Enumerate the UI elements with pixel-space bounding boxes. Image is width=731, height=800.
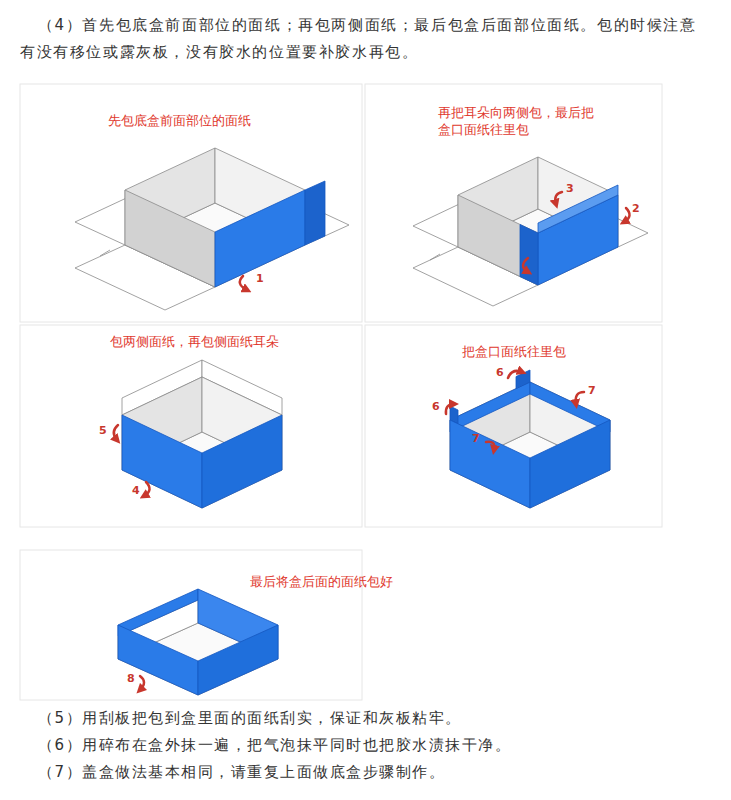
step-paragraph: （6）用碎布在盒外抹一遍，把气泡抹平同时也把胶水渍抹干净。 [38, 735, 511, 755]
callout-number: 4 [132, 484, 140, 498]
box-step-2 [413, 157, 648, 306]
step-caption: 先包底盒前面部位的面纸 [108, 112, 251, 129]
callout-number: 8 [127, 672, 135, 686]
box-step-3 [122, 360, 282, 508]
step-paragraph: （5）用刮板把包到盒里面的面纸刮实，保证和灰板粘牢。 [38, 708, 462, 728]
box-step-4 [450, 370, 610, 508]
callout-number: 3 [566, 182, 574, 196]
box-step-5 [118, 589, 278, 695]
callout-number: 7 [588, 384, 596, 398]
step-caption: 再把耳朵向两侧包，最后把盒口面纸往里包 [438, 104, 598, 138]
step-caption: 把盒口面纸往里包 [462, 343, 566, 360]
callout-number: 7 [472, 432, 480, 446]
box-step-1 [75, 148, 349, 310]
callout-number: 5 [99, 424, 107, 438]
callout-number: 1 [256, 272, 264, 286]
callout-number: 2 [632, 202, 640, 216]
callout-number: 6 [432, 400, 440, 414]
callout-number: 6 [496, 366, 504, 380]
step-paragraph: （4）首先包底盒前面部位的面纸；再包两侧面纸；最后包盒后面部位面纸。包的时候注意… [20, 12, 710, 66]
step-caption: 包两侧面纸，再包侧面纸耳朵 [110, 333, 279, 350]
step-paragraph: （7）盖盒做法基本相同，请重复上面做底盒步骤制作。 [38, 762, 445, 782]
panel-frame [20, 84, 662, 700]
fold-arrow [114, 192, 630, 690]
step-caption: 最后将盒后面的面纸包好 [250, 573, 393, 590]
